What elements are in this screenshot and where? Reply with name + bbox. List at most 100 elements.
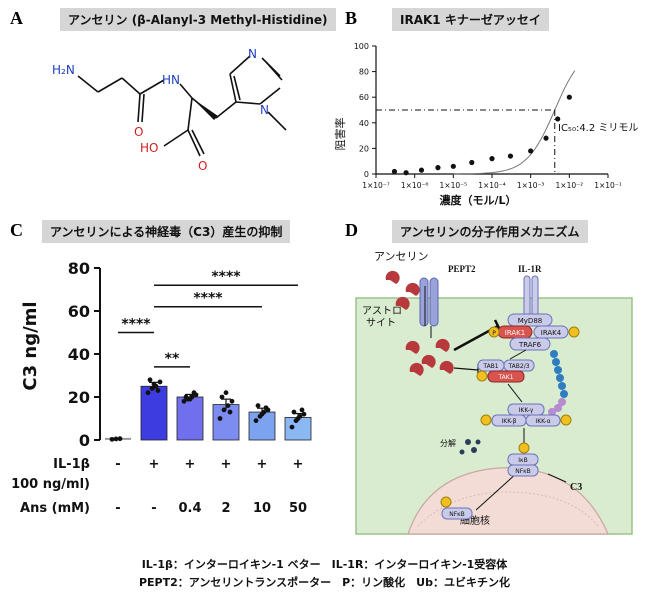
c-replicate-point — [295, 416, 301, 421]
b-x-tick-label: 1×10⁻⁷ — [362, 181, 390, 190]
carbonyl-o-label: O — [134, 125, 143, 139]
degradation-label: 分解 — [440, 438, 456, 448]
c-replicate-point — [229, 398, 235, 404]
c-table-cell: + — [293, 457, 304, 472]
c-replicate-point — [145, 390, 151, 396]
acid-o-label: O — [198, 159, 207, 173]
anserine-molecules-outside — [385, 270, 420, 310]
c-replicate-point — [259, 411, 265, 417]
c-replicate-point — [221, 407, 227, 413]
ikka-protein — [525, 414, 561, 427]
pept2-transporter — [419, 277, 439, 338]
c3-output-label: C3 — [570, 482, 582, 493]
c-replicate-point — [117, 436, 123, 442]
myd88-label: MyD88 — [518, 317, 542, 325]
c-table-cell: 50 — [289, 501, 307, 516]
c-y-tick-label: 0 — [79, 431, 90, 450]
panel-d-title: アンセリンの分子作用メカニズム — [392, 220, 588, 243]
b-data-point — [555, 116, 561, 122]
c-y-tick-label: 20 — [68, 388, 90, 407]
nfkb-protein — [507, 464, 539, 477]
b-y-tick-label: 20 — [359, 144, 369, 153]
b-y-tick-label: 40 — [359, 119, 369, 128]
c-replicate-point — [225, 403, 231, 408]
panel-a-label: A — [10, 8, 23, 28]
h2n-label: H₂N — [52, 63, 75, 77]
traf6-protein — [509, 337, 551, 351]
irak4-label: IRAK4 — [541, 329, 562, 337]
panel-b-title: IRAK1 キナーゼアッセイ — [392, 8, 549, 31]
irak1-label: IRAK1 — [505, 329, 525, 337]
c-table-cell: - — [115, 457, 120, 472]
ikkg-protein — [507, 403, 545, 416]
ylabel-b: 阻害率 — [333, 118, 347, 151]
panel-d-label: D — [345, 220, 358, 240]
ic50-annotation: IC₅₀:4.2 ミリモル — [558, 123, 638, 134]
c-table-cell: 2 — [221, 501, 230, 516]
traf6-label: TRAF6 — [518, 341, 542, 349]
b-data-point — [489, 156, 495, 162]
c-replicate-point — [255, 403, 261, 408]
c-replicate-point — [299, 407, 305, 413]
ring-n-top-label: N — [248, 47, 257, 61]
il1r-label: IL-1R — [518, 264, 542, 274]
c-sig-label: **** — [211, 269, 241, 285]
phospho-irak1 — [488, 326, 500, 338]
hn-label: HN — [162, 73, 180, 87]
c-y-tick-label: 40 — [68, 345, 90, 364]
b-y-tick-label: 100 — [354, 42, 369, 51]
xlabel-b: 濃度（モル/L） — [439, 193, 516, 207]
ikka-label: IKK-α — [535, 418, 550, 425]
c-table-row-label: IL-1β — [53, 457, 90, 472]
tak1-protein — [487, 370, 525, 383]
ikb-label: IκB — [518, 457, 527, 464]
b-data-point — [469, 159, 475, 166]
c-table-row-label: (100 ng/ml) — [10, 477, 90, 492]
c-replicate-point — [147, 377, 153, 383]
b-y-tick-label: 0 — [364, 170, 369, 179]
astrocyte-label-2: サイト — [366, 317, 396, 329]
c-replicate-point — [223, 390, 229, 396]
b-data-point — [435, 165, 441, 171]
b-y-tick-label: 60 — [359, 93, 369, 102]
b-data-point — [566, 94, 572, 100]
caption-line-1: IL-1β：インターロイキン-1 ベター IL-1R：インターロイキン-1受容体 — [141, 558, 508, 571]
c-y-tick-label: 80 — [68, 259, 90, 278]
b-data-point — [403, 170, 409, 176]
nfkb-nuclear-label: NFκB — [449, 511, 465, 518]
b-x-tick-label: 1×10⁻³ — [517, 181, 545, 190]
panel-b-label: B — [345, 8, 358, 28]
c-table-cell: + — [149, 457, 160, 472]
c-replicate-point — [289, 424, 295, 430]
phospho-irak4 — [568, 326, 580, 338]
caption-line-2: PEPT2：アンセリントランスポーター P：リン酸化 Ub：ユビキチン化 — [138, 576, 510, 589]
c-table-cell: 0.4 — [178, 501, 201, 516]
b-fit-curve — [453, 70, 576, 175]
b-data-point — [391, 168, 398, 175]
c-table-cell: + — [221, 457, 232, 472]
c-replicate-point — [253, 418, 259, 424]
tab23-label: TAB2/3 — [507, 363, 529, 370]
c-replicate-point — [217, 416, 223, 421]
p-label-1: P — [492, 330, 496, 337]
anserine-molecules-inside — [405, 338, 454, 376]
c-table-cell: + — [257, 457, 268, 472]
b-data-point — [543, 135, 549, 141]
c-replicate-point — [113, 436, 119, 442]
c-replicate-point — [151, 381, 157, 387]
ho-label: HO — [140, 141, 158, 155]
pept2-label: PEPT2 — [448, 264, 476, 274]
b-x-tick-label: 1×10⁻⁵ — [440, 181, 468, 190]
c-replicate-point — [157, 379, 163, 385]
c-replicate-point — [155, 388, 161, 393]
b-x-tick-label: 1×10⁻⁴ — [478, 181, 506, 190]
c-table-cell: - — [115, 501, 120, 516]
c-replicate-point — [219, 394, 225, 400]
tak1-label: TAK1 — [497, 374, 513, 381]
astrocyte-label-1: アストロ — [362, 306, 402, 317]
c-table-row-label: Ans (mM) — [20, 501, 90, 516]
c-replicate-point — [191, 390, 197, 396]
b-data-point — [528, 148, 534, 154]
b-data-point — [507, 153, 514, 159]
